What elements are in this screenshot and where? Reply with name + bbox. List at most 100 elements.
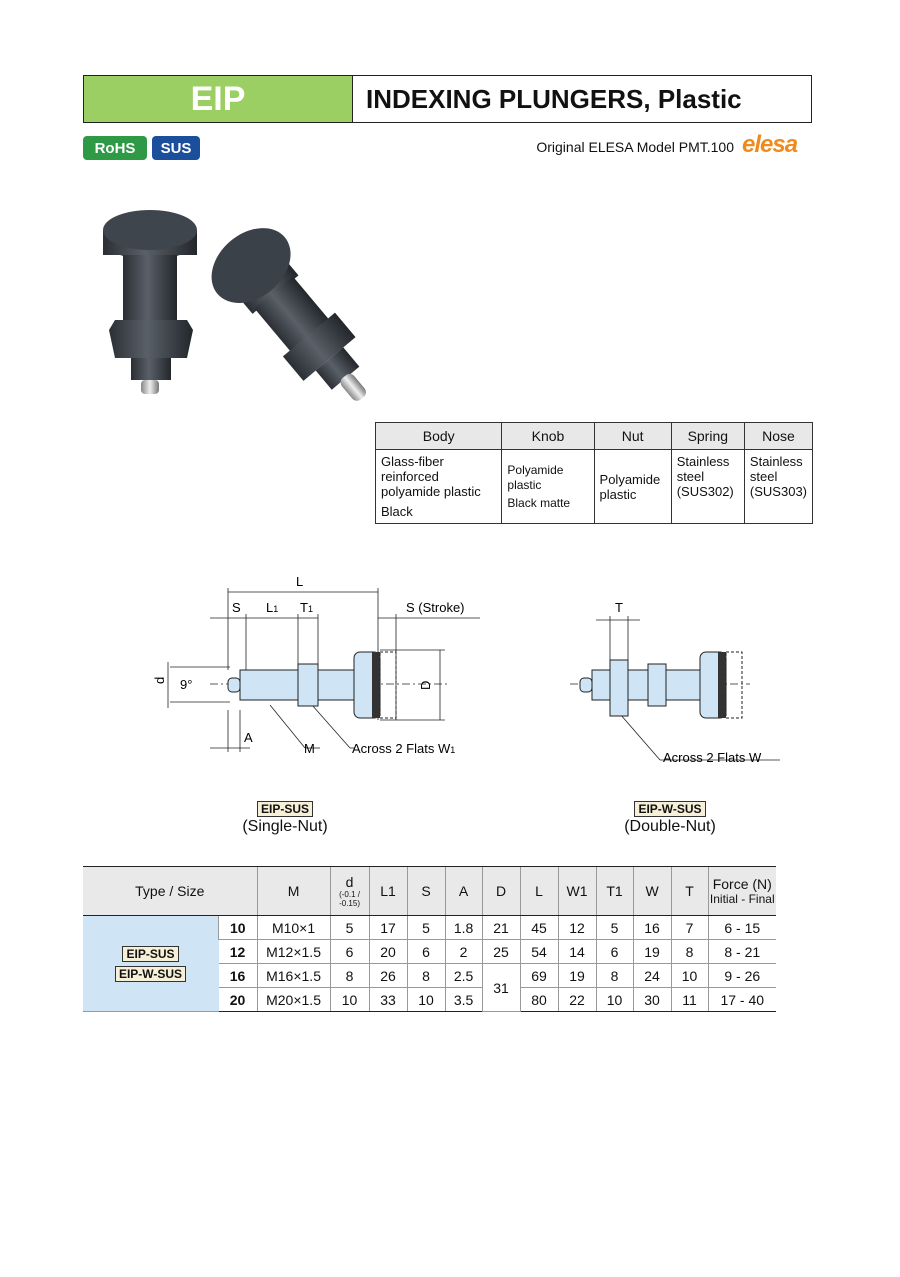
cell-T1: 6 bbox=[595, 939, 634, 964]
cell-T: 7 bbox=[670, 915, 709, 940]
double-nut-drawing: T Across 2 Flats W bbox=[570, 600, 780, 765]
th-force-sub: Initial - Final bbox=[709, 892, 775, 906]
dim-T: T bbox=[615, 600, 623, 615]
table-row: 20 M20×1.5 10 33 10 3.5 80 22 10 30 11 1… bbox=[83, 987, 776, 1012]
cell-L1: 26 bbox=[368, 963, 408, 988]
dim-stroke: S (Stroke) bbox=[406, 600, 465, 615]
single-nut-drawing: L S L1 T1 S (Stroke) d 9° D A M Across 2… bbox=[152, 574, 480, 756]
original-model-text: Original ELESA Model PMT.100 bbox=[536, 139, 734, 155]
single-nut-caption-block: EIP-SUS (Single-Nut) bbox=[215, 800, 355, 836]
type-tag-eip-w-sus: EIP-W-SUS bbox=[114, 966, 187, 982]
header-bar: EIP INDEXING PLUNGERS, Plastic bbox=[83, 75, 812, 123]
cell-L: 54 bbox=[519, 939, 559, 964]
dim-M: M bbox=[304, 741, 315, 756]
th-M: M bbox=[256, 866, 331, 916]
cell-T: 8 bbox=[670, 939, 709, 964]
single-nut-caption: (Single-Nut) bbox=[242, 818, 328, 835]
th-L: L bbox=[519, 866, 559, 916]
size-cell: 10 bbox=[218, 915, 258, 940]
cell-L1: 20 bbox=[368, 939, 408, 964]
cell-A: 2 bbox=[444, 939, 483, 964]
cell-force: 8 - 21 bbox=[707, 939, 776, 964]
cell-L1: 33 bbox=[368, 987, 408, 1012]
cell-W: 30 bbox=[632, 987, 672, 1012]
cell-M: M12×1.5 bbox=[256, 939, 331, 964]
th-T: T bbox=[670, 866, 709, 916]
sus-badge: SUS bbox=[152, 136, 200, 160]
table-row: EIP-SUS EIP-W-SUS 10 M10×1 5 17 5 1.8 21… bbox=[83, 915, 776, 1012]
mat-header-nut: Nut bbox=[593, 422, 672, 450]
th-d: d (-0.1 / -0.15) bbox=[329, 866, 370, 916]
mat-header-nose: Nose bbox=[743, 422, 814, 450]
table-row: 16 M16×1.5 8 26 8 2.5 31 69 19 8 24 10 9… bbox=[83, 963, 776, 1012]
cell-D: 25 bbox=[481, 939, 521, 964]
th-d-tol: (-0.1 / -0.15) bbox=[339, 890, 360, 908]
mat-nose-cell: Stainless steel (SUS303) bbox=[743, 449, 814, 524]
materials-table: Body Knob Nut Spring Nose Glass-fiber re… bbox=[374, 422, 814, 524]
dim-T1: T1 bbox=[300, 600, 313, 615]
size-cell: 12 bbox=[218, 939, 258, 964]
size-cell: 20 bbox=[218, 987, 258, 1012]
cell-d: 6 bbox=[329, 939, 370, 964]
rohs-badge: RoHS bbox=[83, 136, 147, 160]
mat-body-line: Black bbox=[381, 504, 413, 519]
cell-W1: 22 bbox=[557, 987, 597, 1012]
cell-W: 19 bbox=[632, 939, 672, 964]
eip-w-sus-tag: EIP-W-SUS bbox=[634, 801, 706, 817]
cell-D: 21 bbox=[481, 915, 521, 940]
cell-L1: 17 bbox=[368, 915, 408, 940]
dim-d: d bbox=[152, 677, 167, 684]
th-D: D bbox=[481, 866, 521, 916]
mat-knob-line: Polyamide plastic bbox=[507, 462, 564, 492]
cell-L: 45 bbox=[519, 915, 559, 940]
spec-table: Type / Size M d (-0.1 / -0.15) L1 S A D … bbox=[83, 866, 776, 1012]
cell-W1: 14 bbox=[557, 939, 597, 964]
cell-W1: 12 bbox=[557, 915, 597, 940]
mat-nut-line: plastic bbox=[599, 486, 637, 502]
th-L1: L1 bbox=[368, 866, 408, 916]
cell-S: 5 bbox=[406, 915, 446, 940]
cell-d: 10 bbox=[329, 987, 370, 1012]
cell-d: 8 bbox=[329, 963, 370, 988]
th-S: S bbox=[406, 866, 446, 916]
cell-L: 80 bbox=[519, 987, 559, 1012]
double-nut-caption-block: EIP-W-SUS (Double-Nut) bbox=[595, 800, 745, 836]
cell-L: 69 bbox=[519, 963, 559, 988]
mat-spring-line: steel bbox=[676, 469, 705, 484]
product-code: EIP bbox=[84, 76, 353, 122]
spec-header-row: Type / Size M d (-0.1 / -0.15) L1 S A D … bbox=[83, 866, 776, 916]
mat-spring-line: Stainless bbox=[676, 454, 730, 469]
th-W: W bbox=[632, 866, 672, 916]
cell-A: 1.8 bbox=[444, 915, 483, 940]
cell-T1: 10 bbox=[595, 987, 634, 1012]
mat-nose-line: (SUS303) bbox=[749, 484, 807, 499]
cell-T: 11 bbox=[670, 987, 709, 1012]
th-force-label: Force (N) bbox=[712, 876, 772, 892]
product-photo bbox=[103, 210, 366, 401]
cell-M: M10×1 bbox=[256, 915, 331, 940]
cell-M: M16×1.5 bbox=[256, 963, 331, 988]
mat-nose-line: Stainless bbox=[749, 454, 803, 469]
cell-T1: 8 bbox=[595, 963, 634, 988]
eip-sus-tag: EIP-SUS bbox=[256, 801, 313, 817]
dim-flats-w: Across 2 Flats W bbox=[663, 750, 762, 765]
cell-S: 10 bbox=[406, 987, 446, 1012]
cell-force: 6 - 15 bbox=[707, 915, 776, 940]
cell-W: 24 bbox=[632, 963, 672, 988]
dim-flats-w1: Across 2 Flats W1 bbox=[352, 741, 455, 756]
type-tag-eip-sus: EIP-SUS bbox=[122, 946, 179, 962]
mat-spring-line: (SUS302) bbox=[676, 484, 734, 499]
th-d-label: d bbox=[345, 874, 354, 890]
page-title: INDEXING PLUNGERS, Plastic bbox=[366, 83, 742, 114]
cell-W: 16 bbox=[632, 915, 672, 940]
dim-L1: L1 bbox=[266, 600, 278, 615]
cell-force: 17 - 40 bbox=[707, 987, 776, 1012]
mat-nut-cell: Polyamide plastic bbox=[593, 449, 672, 524]
size-cell: 16 bbox=[218, 963, 258, 988]
cell-d: 5 bbox=[329, 915, 370, 940]
table-row: 12 M12×1.5 6 20 6 2 25 54 14 6 19 8 8 - … bbox=[83, 939, 776, 964]
mat-spring-cell: Stainless steel (SUS302) bbox=[670, 449, 745, 524]
elesa-logo: elesa bbox=[742, 131, 798, 158]
cell-S: 6 bbox=[406, 939, 446, 964]
double-nut-caption: (Double-Nut) bbox=[624, 818, 716, 835]
